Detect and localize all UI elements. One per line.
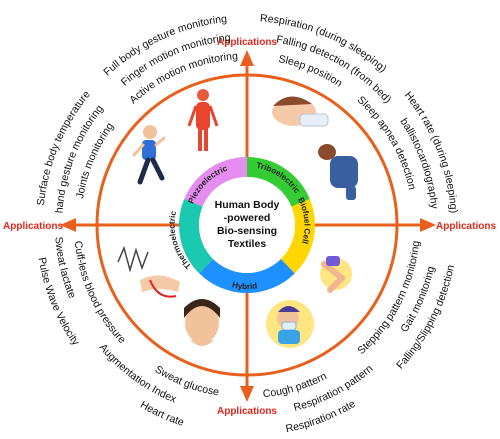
applications-label-bottom: Applications [217, 406, 277, 417]
arrow-head-right [420, 218, 436, 232]
center-title-line4: Textiles [228, 238, 266, 250]
arrow-head-left [60, 218, 76, 232]
lying-person-illustration [318, 144, 358, 200]
runner-illustration [132, 125, 166, 185]
arrow-head-up [240, 50, 254, 66]
arrow-head-down [240, 386, 254, 402]
segment-piezoelectric [184, 157, 247, 207]
label-sleep-apnea: Sleep apnea detection [355, 94, 418, 191]
segment-triboelectric [247, 157, 310, 207]
applications-label-left: Applications [3, 221, 63, 232]
label-stepping-pattern: Stepping pattern monitoring [355, 240, 422, 357]
sweating-face-illustration [184, 299, 220, 346]
energy-source-ring [179, 157, 315, 294]
body-heatmap-illustration [187, 89, 219, 151]
segment-label-hybrid: Hybrid [231, 280, 258, 291]
segment-thermoelectric [179, 199, 214, 274]
center-title-line3: Bio-sensing [217, 225, 277, 237]
applications-label-top: Applications [217, 37, 277, 48]
hand-pulse-illustration [117, 245, 180, 298]
sleeping-person-illustration [272, 96, 329, 127]
center-title-line1: Human Body [215, 199, 280, 211]
applications-label-right: Applications [436, 221, 496, 232]
segment-hybrid [199, 259, 295, 294]
center-title-line2: -powered [224, 212, 271, 224]
coughing-person-illustration [266, 300, 314, 348]
walking-legs-illustration [320, 256, 352, 293]
label-heart-rate: Heart rate [138, 399, 185, 429]
segment-biofuel-cell [280, 199, 315, 274]
